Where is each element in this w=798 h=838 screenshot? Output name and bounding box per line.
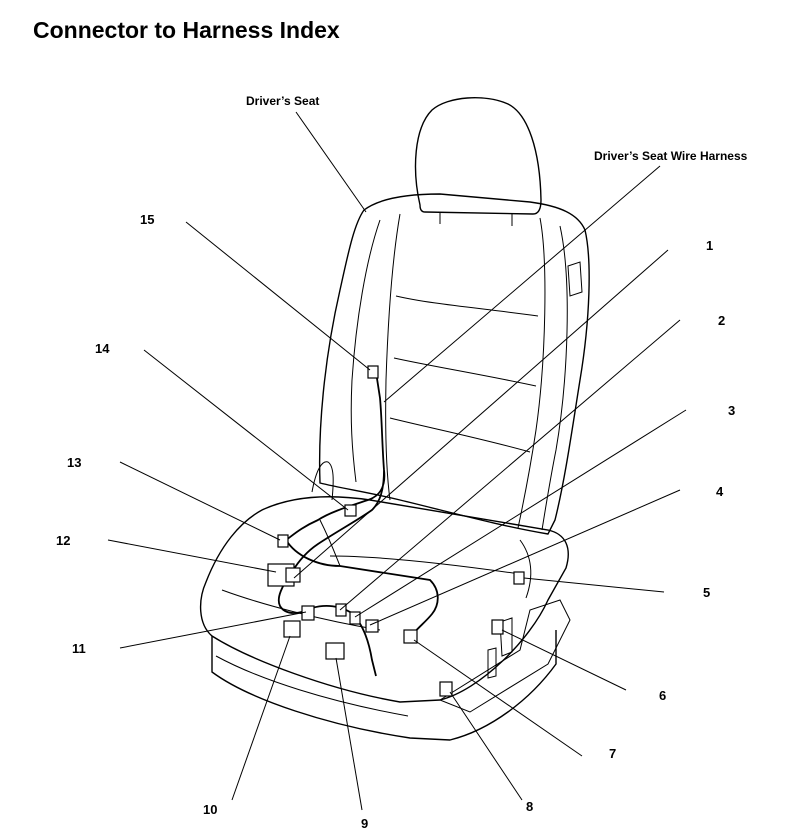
connector-11 — [301, 605, 315, 621]
slide-switch — [487, 647, 497, 679]
callout-9: 9 — [361, 816, 369, 831]
seatback-seam-2 — [393, 357, 537, 387]
connector-8 — [439, 681, 453, 697]
label-drivers-seat: Driver’s Seat — [246, 94, 320, 108]
callout-1: 1 — [706, 238, 714, 253]
leader-10 — [231, 635, 291, 801]
seatback-insert — [385, 213, 401, 501]
connector-2 — [349, 611, 361, 625]
leader-13 — [119, 461, 281, 541]
seat-side-panel — [438, 599, 571, 713]
seatback-seam-1 — [395, 295, 539, 317]
headrest — [414, 97, 542, 215]
leader-15 — [185, 221, 371, 371]
callout-5: 5 — [703, 585, 711, 600]
cushion-seam-inner — [329, 555, 521, 575]
seatback-outline — [318, 193, 590, 535]
callout-4: 4 — [716, 484, 724, 499]
cushion-seam-side — [319, 519, 341, 567]
connector-15 — [367, 365, 379, 379]
leader-1 — [293, 249, 669, 579]
callout-7: 7 — [609, 746, 617, 761]
leader-4 — [369, 489, 681, 626]
connector-12b — [285, 567, 301, 583]
seatback-side-bolster — [517, 217, 546, 529]
callout-8: 8 — [526, 799, 534, 814]
seatback-side-edge — [541, 225, 568, 531]
leader-5 — [523, 577, 665, 593]
connector-10 — [283, 620, 301, 638]
connector-6 — [491, 619, 504, 635]
connector-13 — [277, 534, 289, 548]
callout-14: 14 — [95, 341, 110, 356]
leader-12 — [107, 539, 277, 573]
label-drivers-seat-wire-harness: Driver’s Seat Wire Harness — [594, 149, 748, 163]
callout-13: 13 — [67, 455, 82, 470]
seatback-seam-3 — [389, 417, 531, 453]
connector-9 — [325, 642, 345, 660]
leader-8 — [449, 691, 523, 801]
leader-2 — [339, 319, 681, 611]
callout-3: 3 — [728, 403, 736, 418]
connector-14 — [344, 504, 357, 517]
callout-12: 12 — [56, 533, 71, 548]
leader-11 — [119, 611, 307, 649]
leader-3 — [354, 409, 687, 618]
callout-11: 11 — [72, 641, 86, 656]
callout-6: 6 — [659, 688, 667, 703]
cushion-seam-front — [221, 589, 381, 631]
leader-9 — [335, 657, 363, 811]
connector-7 — [403, 629, 418, 644]
wire-harness — [277, 371, 439, 677]
page-title: Connector to Harness Index — [33, 17, 340, 43]
recline-switch — [499, 617, 513, 657]
leader-14 — [143, 349, 349, 511]
seat-rail — [215, 655, 409, 717]
leader-drivers-seat — [295, 111, 367, 213]
callout-2: 2 — [718, 313, 726, 328]
leader-lines — [107, 111, 687, 811]
leader-wire-harness — [383, 165, 661, 403]
leader-6 — [501, 629, 627, 691]
connector-1 — [335, 603, 347, 617]
headrest-post — [439, 212, 513, 226]
leader-7 — [413, 639, 583, 757]
connector-4 — [513, 571, 525, 585]
cushion-right-bolster — [519, 539, 532, 599]
recline-lever — [311, 461, 334, 501]
callout-10: 10 — [203, 802, 218, 817]
seatback-lever — [567, 261, 583, 297]
seatback-left-bolster — [350, 219, 381, 483]
callout-15: 15 — [140, 212, 155, 227]
seat-base — [211, 630, 557, 741]
